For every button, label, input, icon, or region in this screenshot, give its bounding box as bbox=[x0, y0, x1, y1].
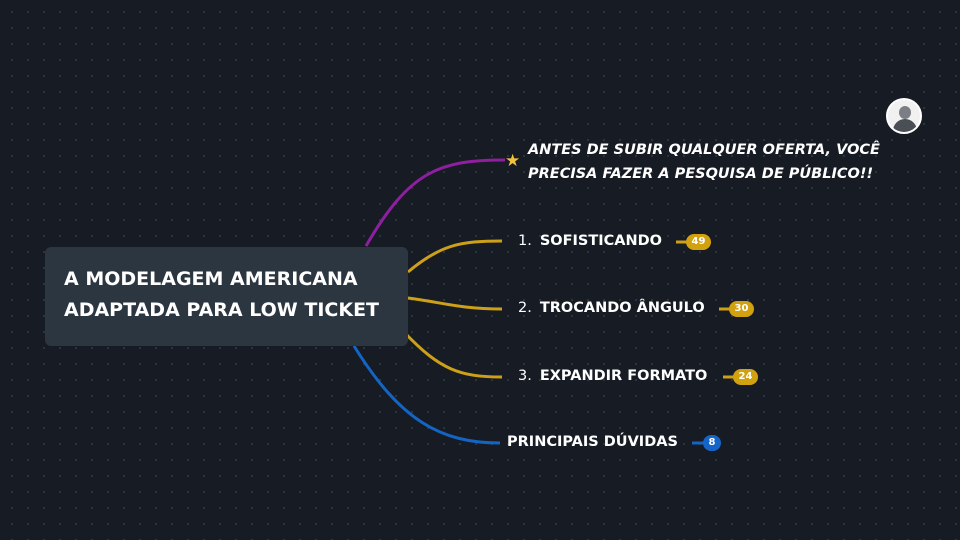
star-icon: ★ bbox=[505, 151, 521, 171]
note-line-1: ANTES DE SUBIR QUALQUER OFERTA, VOCÊ bbox=[528, 142, 880, 158]
topic-label: SOFISTICANDO bbox=[539, 233, 663, 249]
topic-label: EXPANDIR FORMATO bbox=[539, 368, 708, 384]
topic-principais-duvidas[interactable]: PRINCIPAIS DÚVIDAS bbox=[507, 434, 678, 450]
topic-expandir-formato[interactable]: 3. EXPANDIR FORMATO bbox=[518, 368, 707, 384]
note-line-2: PRECISA FAZER A PESQUISA DE PÚBLICO!! bbox=[528, 166, 874, 182]
topic-label: TROCANDO ÂNGULO bbox=[539, 300, 705, 316]
topic-count-badge[interactable]: 30 bbox=[729, 301, 754, 317]
branch-line-note bbox=[364, 158, 506, 247]
topic-count-badge[interactable]: 24 bbox=[733, 369, 758, 385]
topic-trocando-angulo[interactable]: 2. TROCANDO ÂNGULO bbox=[518, 300, 705, 316]
central-topic-line-2: ADAPTADA PARA LOW TICKET bbox=[64, 299, 380, 321]
central-topic[interactable]: A MODELAGEM AMERICANA ADAPTADA PARA LOW … bbox=[45, 247, 408, 346]
topic-number: 1. bbox=[518, 233, 532, 249]
topic-count-badge[interactable]: 8 bbox=[703, 435, 721, 451]
branch-line-expandir-formato bbox=[402, 330, 503, 379]
branch-line-sofisticando bbox=[407, 239, 503, 274]
topic-label: PRINCIPAIS DÚVIDAS bbox=[507, 434, 678, 450]
user-avatar[interactable] bbox=[886, 98, 922, 134]
central-topic-line-1: A MODELAGEM AMERICANA bbox=[64, 268, 358, 290]
avatar-head-shape bbox=[899, 106, 911, 119]
topic-count-badge[interactable]: 49 bbox=[686, 234, 711, 250]
topic-number: 3. bbox=[518, 368, 532, 384]
branch-line-principais-duvidas bbox=[352, 345, 501, 445]
note-topic[interactable]: ANTES DE SUBIR QUALQUER OFERTA, VOCÊ PRE… bbox=[528, 138, 880, 186]
branch-line-trocando-angulo bbox=[407, 296, 503, 311]
avatar-body-shape bbox=[893, 119, 917, 132]
topic-number: 2. bbox=[518, 300, 532, 316]
topic-sofisticando[interactable]: 1. SOFISTICANDO bbox=[518, 233, 662, 249]
